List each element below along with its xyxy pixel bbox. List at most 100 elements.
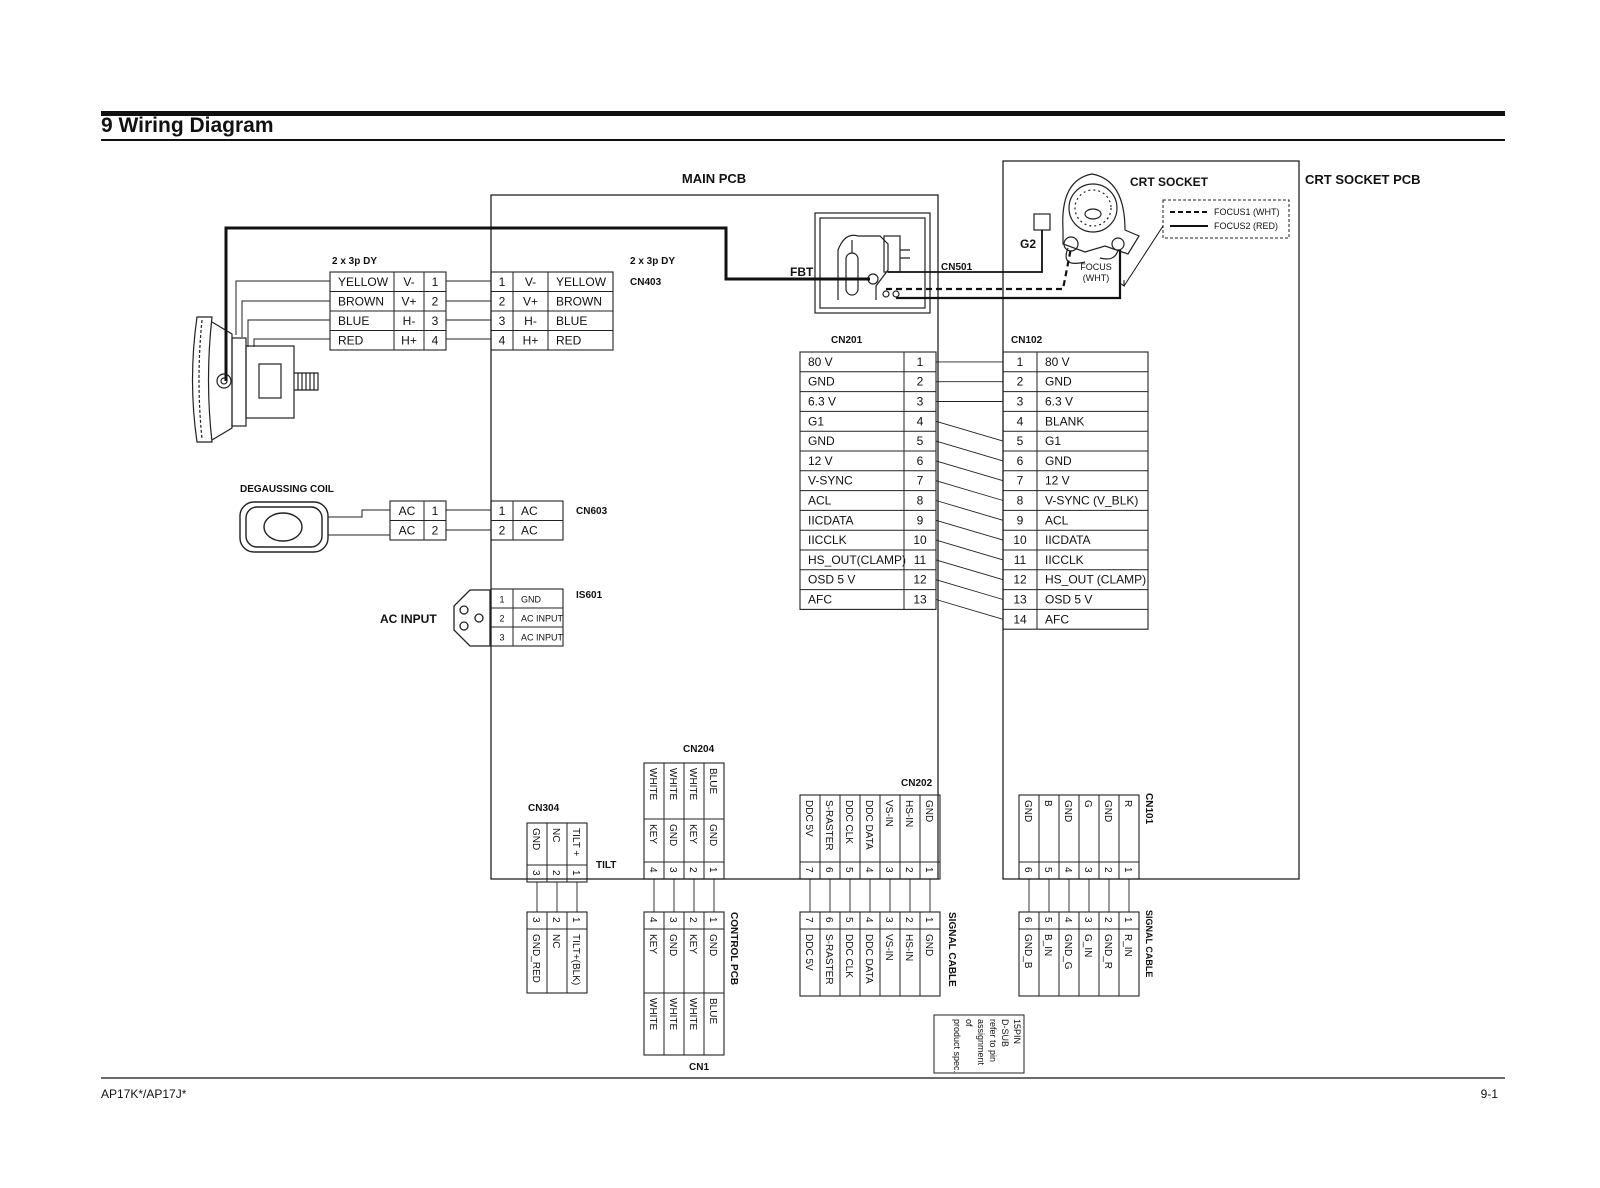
signal-cable-2-table-cell: 4 — [1062, 917, 1073, 923]
cn201-table-cell: ACL — [808, 494, 832, 508]
cn201-cn102-wire — [935, 579, 1004, 600]
cn102-table-cell: 6.3 V — [1045, 395, 1073, 409]
is601-table-cell: 1 — [499, 595, 504, 605]
cn1-table-cell: GND — [667, 934, 678, 956]
focus-label: FOCUS — [1080, 262, 1112, 272]
cn202-table-cell: DDC 5V — [803, 800, 814, 837]
cn102-table-cell: 12 V — [1045, 474, 1070, 488]
cn102-table-cell: 11 — [1014, 553, 1027, 567]
dy-left-table-cell: 4 — [432, 333, 439, 347]
degaussing-coil-label: DEGAUSSING COIL — [240, 484, 334, 495]
cn102-table-cell: AFC — [1045, 612, 1069, 626]
cn403-table-cell: RED — [556, 333, 582, 347]
dsub-note-line: product spec. — [952, 1019, 962, 1073]
cn204-table-cell: 1 — [707, 867, 718, 873]
focus1-lead — [886, 247, 1073, 291]
cn204-table-cell: WHITE — [687, 768, 698, 801]
focus2-legend-label: FOCUS2 (RED) — [1214, 221, 1278, 231]
is601-table-cell: AC INPUT — [521, 614, 564, 624]
signal-cable-2-table-cell: 5 — [1042, 917, 1053, 923]
cn201-table-cell: AFC — [808, 593, 832, 607]
crt-socket-pcb-label: CRT SOCKET PCB — [1305, 172, 1421, 187]
cn101-table-cell: 2 — [1102, 867, 1113, 873]
cn201-table-cell: IICCLK — [808, 533, 847, 547]
cn1-table-cell: KEY — [687, 934, 698, 954]
cn102-table-cell: IICCLK — [1045, 553, 1084, 567]
signal-cable-2-table-cell: R_IN — [1122, 934, 1133, 957]
cn101-table-cell: 3 — [1082, 867, 1093, 873]
cn201-table-cell: 12 V — [808, 454, 833, 468]
focus-wht-label: (WHT) — [1083, 273, 1110, 283]
dy-left-table-cell: BROWN — [338, 294, 384, 308]
degauss-table-cell: AC — [399, 523, 416, 537]
cn202-table-cell: 7 — [803, 867, 814, 873]
page-title: 9 Wiring Diagram — [101, 114, 274, 137]
cn201-table-cell: 5 — [917, 434, 924, 448]
deflection-yoke — [191, 316, 319, 443]
cn304-label: CN304 — [528, 803, 560, 814]
cn201-table-cell: 7 — [917, 474, 924, 488]
cn101-table-cell: GND — [1102, 800, 1113, 822]
cn304-table-cell: 1 — [570, 870, 581, 876]
dy-to-cn403-wires — [446, 280, 491, 340]
cn1-table-cell: BLUE — [707, 998, 718, 1024]
signal-cable-2-table-cell: GND_R — [1102, 934, 1113, 969]
dy-left-table-cell: H+ — [401, 333, 417, 347]
cn403-table-cell: BROWN — [556, 294, 602, 308]
signal-cable-2-table-cell: 3 — [1082, 917, 1093, 923]
signal-cable-1-table-cell: GND — [923, 934, 934, 956]
dy-left-table-cell: 3 — [432, 314, 439, 328]
cn102-table-cell: G1 — [1045, 434, 1061, 448]
dy-left-table-cell: BLUE — [338, 314, 369, 328]
cn102-table-cell: 3 — [1017, 395, 1024, 409]
focus-legend-arrow — [1123, 225, 1164, 287]
cn201-table-cell: 10 — [913, 533, 927, 547]
cn403-table-cell: H- — [524, 314, 537, 328]
cn201-cn102-wire — [935, 500, 1004, 521]
cn201-cn102-wire — [935, 519, 1004, 541]
cn101-table-cell: 6 — [1022, 867, 1033, 873]
cn201-table-cell: V-SYNC — [808, 474, 853, 488]
cn304-table-cell: TILT + — [570, 828, 581, 856]
signal-cable-1-label: SIGNAL CABLE — [946, 912, 957, 987]
dy-left-table-cell: YELLOW — [338, 275, 389, 289]
cn102-table-cell: 1 — [1017, 355, 1024, 369]
cn202-table-cell: S-RASTER — [823, 800, 834, 851]
cn204-table-cell: GND — [667, 824, 678, 846]
cn1-table-cell: GND — [707, 934, 718, 956]
cn201-table-cell: 3 — [917, 395, 924, 409]
is601-label: IS601 — [576, 590, 603, 601]
cn1-table-cell: 4 — [647, 917, 658, 923]
cn202-table-cell: GND — [923, 800, 934, 822]
connector-wires — [536, 361, 1130, 912]
cn201-table-cell: 11 — [914, 553, 927, 567]
signal-cable-1-table-cell: 6 — [823, 917, 834, 923]
cn201-cn102-wire — [935, 460, 1004, 482]
cn102-table-cell: GND — [1045, 454, 1072, 468]
header-rule-thick — [101, 111, 1505, 116]
cn201-cn102-wire — [935, 599, 1004, 620]
cn101-table-cell: R — [1122, 800, 1133, 807]
cn403-table-cell: YELLOW — [556, 275, 607, 289]
dy-left-table-cell: V- — [403, 275, 414, 289]
cn202-table-cell: 1 — [923, 867, 934, 873]
cn204-table-cell: 3 — [667, 867, 678, 873]
control-pcb-label: CONTROL PCB — [728, 912, 739, 985]
footer-model: AP17K*/AP17J* — [101, 1087, 187, 1101]
cn403-table-cell: 2 — [499, 294, 506, 308]
focus-legend-box — [1162, 199, 1290, 239]
dsub-note: 15PIN D-SUB refer to pin assignment of p… — [952, 1019, 1022, 1073]
cn102-table-cell: 6 — [1017, 454, 1024, 468]
cn102-table-cell: 7 — [1017, 474, 1024, 488]
signal-cable-1-table-cell: DDC CLK — [843, 934, 854, 978]
cn403-table-cell: 3 — [499, 314, 506, 328]
cn1-label: CN1 — [689, 1062, 709, 1073]
cn102-table-cell: 13 — [1013, 593, 1027, 607]
signal-cable-1-table-cell: 4 — [863, 917, 874, 923]
cn202-table-cell: 2 — [903, 867, 914, 873]
